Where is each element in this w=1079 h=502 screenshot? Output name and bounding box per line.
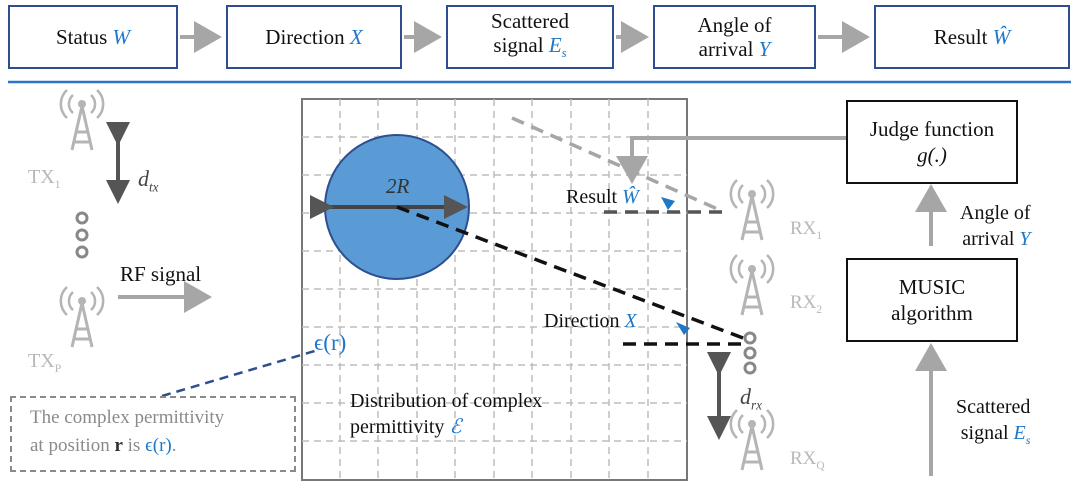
tx-spacing-label: dtx — [138, 166, 159, 195]
grid-caption-line1: Distribution of complex — [350, 390, 543, 412]
tx-top-label: TX1 — [28, 166, 61, 191]
pipeline-scattered-box: Scattered signal Es — [446, 5, 614, 69]
pipeline-direction-box: Direction X — [226, 5, 402, 69]
note-expr: ϵ(r) — [145, 435, 172, 456]
rx2-label: RX2 — [790, 292, 823, 316]
rx-ellipsis-dots — [743, 331, 757, 375]
permittivity-note: The complex permittivity at position r i… — [10, 396, 296, 472]
grid-caption: Distribution of complex permittivity ℰ — [350, 388, 542, 440]
pipeline-scattered-var: E — [548, 32, 562, 57]
result-annotation: Result Ŵ — [566, 186, 639, 208]
rxq-tower-icon — [729, 408, 775, 472]
result-angle-marker — [661, 197, 675, 210]
tx-ellipsis-dots — [75, 211, 89, 259]
judge-line2: g(.) — [917, 143, 947, 167]
pipeline-angle-box: Angle of arrival Y — [653, 5, 816, 69]
pipeline-result-label: Result — [933, 25, 988, 49]
permittivity-label: ϵ(r) — [314, 330, 347, 355]
pipeline-status-box: Status W — [8, 5, 178, 69]
pipeline-status-label: Status — [55, 25, 108, 49]
tx-top-tower-icon — [59, 88, 105, 152]
pipeline-angle-line2: arrival — [698, 37, 754, 61]
diameter-label: 2R — [386, 174, 410, 198]
note-bold-r: r — [114, 435, 123, 456]
angle-of-arrival-label: Angle of arrival Y — [960, 202, 1031, 250]
scattered-signal-label: Scattered signal Es — [956, 396, 1031, 447]
pipeline-result-var: Ŵ — [992, 25, 1011, 49]
pipeline-result-box: Result Ŵ — [874, 5, 1070, 69]
pipeline-direction-var: X — [349, 25, 363, 49]
note-line1: The complex permittivity — [30, 407, 225, 428]
pipeline-status-var: W — [112, 25, 131, 49]
judge-line1: Judge function — [869, 117, 995, 141]
music-algorithm-block: MUSIC algorithm — [846, 258, 1018, 342]
rf-signal-label: RF signal — [120, 262, 202, 286]
rx-spacing-label: drx — [740, 384, 762, 413]
rx2-tower-icon — [729, 253, 775, 317]
pipeline-scattered-line1: Scattered — [490, 8, 570, 33]
rx1-tower-icon — [729, 178, 775, 242]
music-line2: algorithm — [891, 301, 973, 325]
pipeline-angle-line1: Angle of — [697, 13, 772, 37]
note-line2-mid: is — [127, 435, 141, 456]
pipeline-direction-label: Direction — [265, 25, 345, 49]
music-line1: MUSIC — [898, 275, 966, 299]
pipeline-angle-var: Y — [758, 37, 771, 61]
tx-bottom-label: TXP — [28, 350, 62, 375]
direction-angle-marker — [676, 322, 690, 335]
note-expr-end: . — [171, 435, 177, 456]
direction-annotation: Direction X — [544, 310, 637, 332]
judge-function-block: Judge function g(.) — [846, 100, 1018, 184]
judge-to-result-arrow — [616, 136, 846, 184]
grid-caption-var: ℰ — [449, 416, 462, 438]
note-line2-prefix: at position — [30, 435, 110, 456]
grid-caption-line2: permittivity — [350, 416, 445, 438]
note-connector — [161, 348, 319, 398]
rxq-label: RXQ — [790, 448, 825, 472]
pipeline-scattered-line2: signal — [493, 32, 544, 57]
tx-bottom-tower-icon — [59, 285, 105, 349]
pipeline-scattered-var-sub: s — [561, 46, 567, 61]
rx1-label: RX1 — [790, 218, 823, 242]
